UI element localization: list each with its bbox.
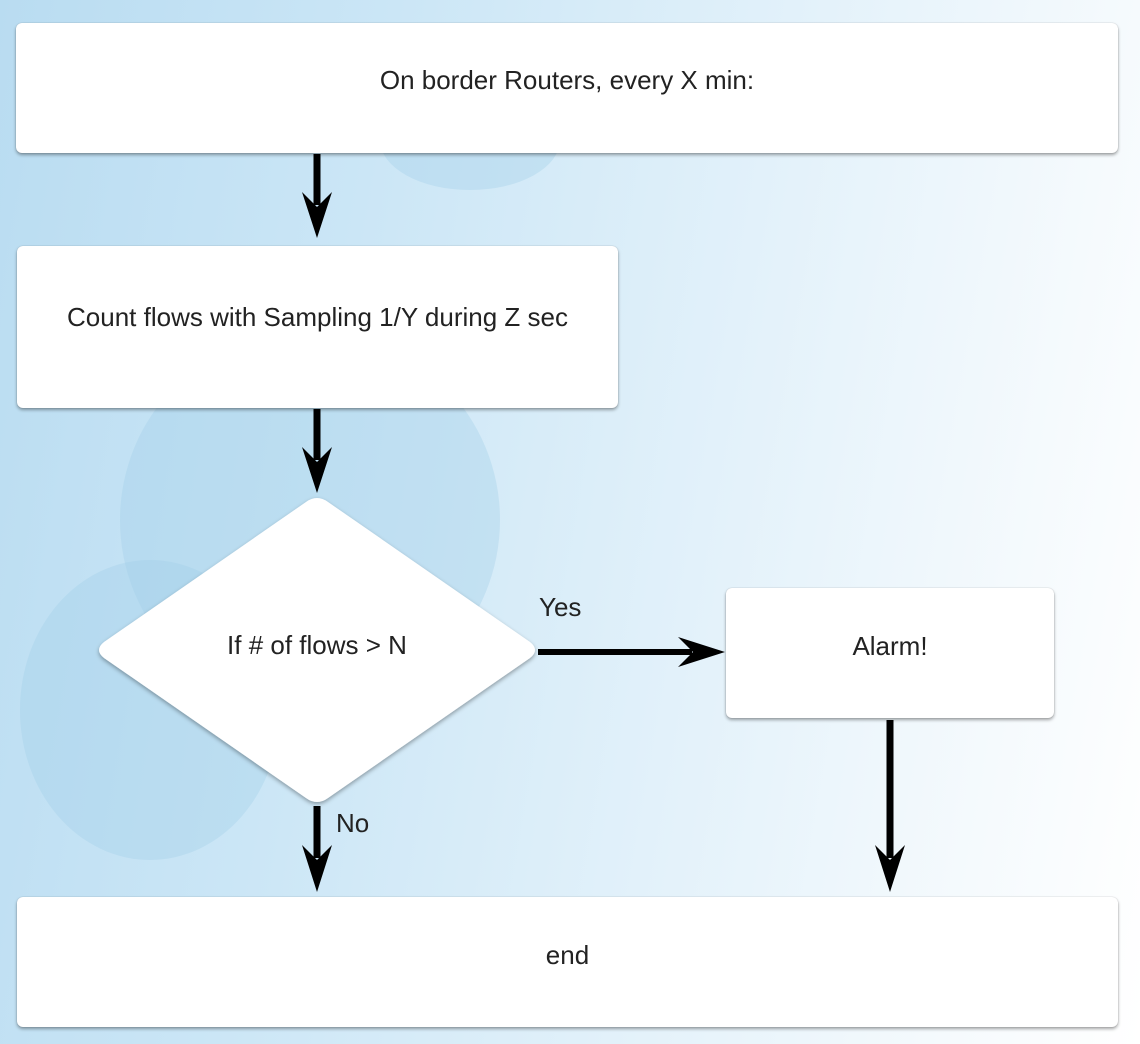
- yes-edge-label: Yes: [539, 592, 582, 622]
- arrowhead-yes-to-alarm: [678, 637, 725, 667]
- arrowhead-no-to-end: [302, 845, 332, 892]
- arrowhead-alarm-to-end: [875, 845, 905, 892]
- start-node-label: On border Routers, every X min:: [379, 65, 755, 95]
- end-node: end: [17, 897, 1118, 1027]
- decision-label: If # of flows > N: [227, 630, 407, 660]
- end-node-label: end: [545, 940, 590, 970]
- start-node: On border Routers, every X min:: [16, 23, 1118, 153]
- arrowhead-count-to-decision: [302, 447, 332, 493]
- count-flows-node: Count flows with Sampling 1/Y during Z s…: [17, 246, 618, 408]
- decision-diamond: [99, 498, 535, 802]
- no-edge-label: No: [336, 808, 370, 838]
- count-flows-node-label: Count flows with Sampling 1/Y during Z s…: [67, 302, 568, 332]
- alarm-node-label: Alarm!: [852, 631, 928, 661]
- alarm-node: Alarm!: [726, 588, 1054, 718]
- arrowhead-start-to-count: [302, 192, 332, 238]
